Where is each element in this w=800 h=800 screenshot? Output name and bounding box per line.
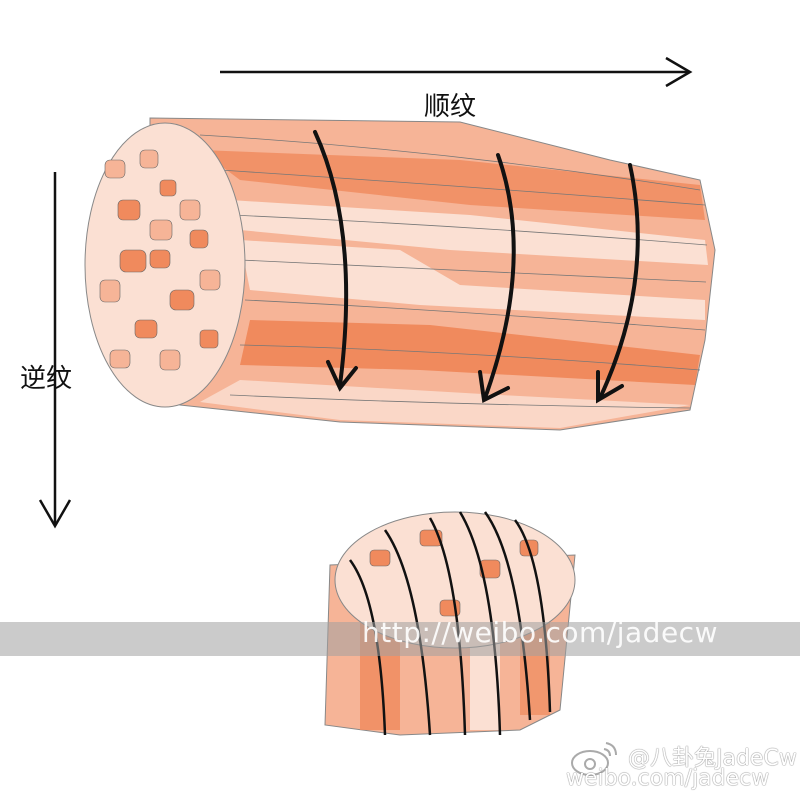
meat-log [84,117,716,431]
watermark-url: weibo.com/jadecw [566,766,770,791]
watermark-handle: @八卦兔JadeCw [628,746,797,771]
against-grain-arrow [38,172,72,529]
watermark-band [0,622,800,656]
watermark-url-banner: http://weibo.com/jadecw [362,616,718,649]
along-grain-label: 顺纹 [424,92,477,122]
cut-arrows [313,130,640,404]
along-grain-arrow [220,56,693,88]
weibo-logo-icon [571,742,617,776]
against-grain-label: 逆纹 [20,364,73,394]
